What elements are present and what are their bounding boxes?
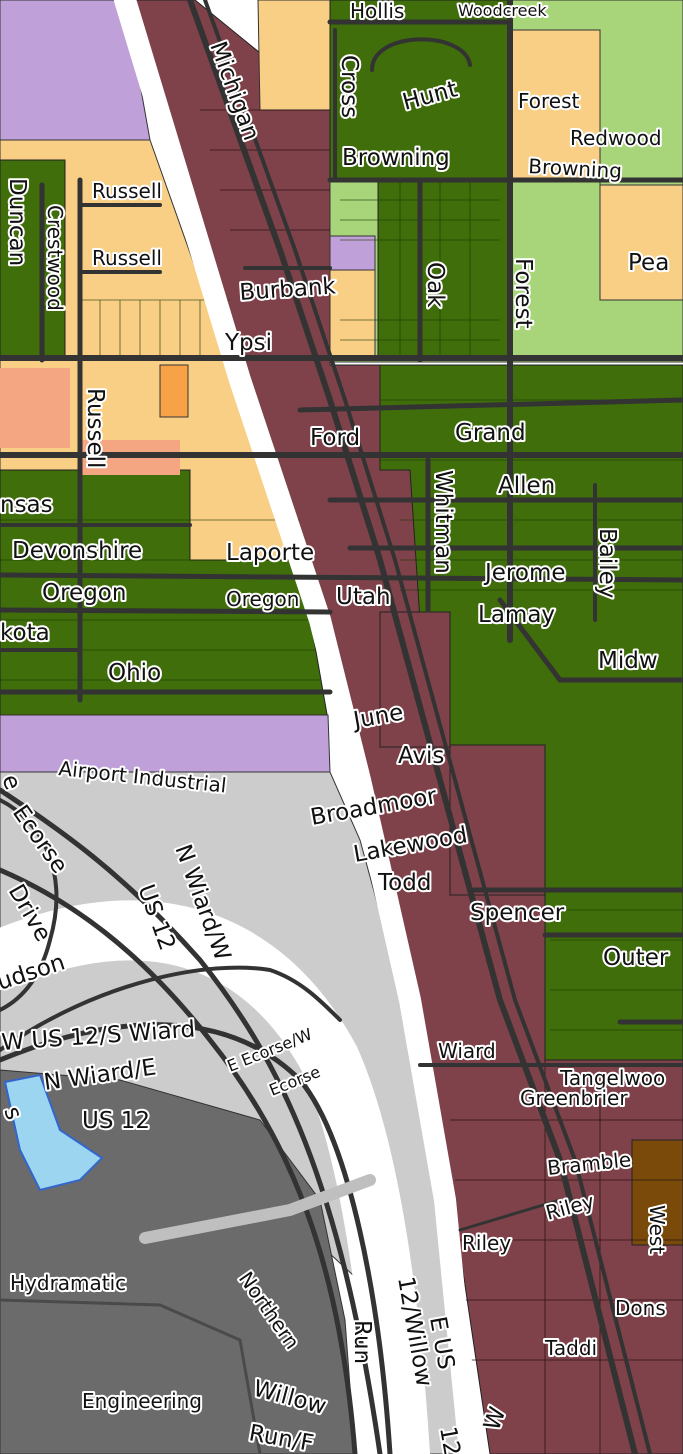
label-redwood: Redwood [570, 126, 662, 150]
label-woodcreek: Woodcreek [458, 1, 547, 20]
label-kansas: nsas [0, 492, 53, 518]
label-grand: Grand [455, 420, 526, 446]
label-outer: Outer [603, 945, 669, 971]
label-forest-vertical: Forest [510, 258, 536, 329]
us12-freeway-1 [0, 787, 383, 1454]
street-oregon [0, 607, 333, 615]
street-grand [297, 397, 683, 413]
mixed-hatched-area [0, 368, 70, 448]
label-ypsi: Ypsi [224, 330, 272, 356]
office-block [159, 364, 189, 418]
label-spencer: Spencer [470, 900, 565, 926]
label-lamay: Lamay [478, 602, 555, 628]
label-hollis: Hollis [350, 0, 404, 23]
label-dakota: kota [0, 620, 50, 646]
label-us12-2: US 12 [82, 1108, 150, 1134]
label-oak: Oak [422, 262, 448, 308]
label-cross: Cross [336, 55, 362, 118]
label-taddi: Taddi [544, 1336, 597, 1360]
michigan-road-2 [203, 0, 652, 1454]
street-midway [497, 597, 683, 683]
label-dons: Dons [615, 1296, 666, 1320]
label-russell-2: Russell [92, 246, 162, 270]
ramp-road [139, 1174, 376, 1244]
brown-block [631, 1139, 683, 1246]
label-devonshire: Devonshire [12, 538, 142, 564]
label-pea: Pea [628, 250, 669, 276]
label-run-1: Run [349, 1320, 375, 1364]
michigan-corridor-white [114, 0, 481, 1454]
label-oregon-1: Oregon [42, 580, 126, 606]
label-allen: Allen [498, 473, 555, 499]
label-todd: Todd [377, 870, 431, 896]
industrial-light-small [329, 235, 376, 271]
label-oregon-2: Oregon [226, 587, 299, 611]
ecorse-road [0, 798, 59, 1012]
label-russell-vertical: Russell [82, 388, 108, 468]
us12-freeway-white [0, 900, 430, 1454]
label-whitman: Whitman [430, 470, 456, 574]
label-utah: Utah [336, 584, 391, 610]
label-laporte: Laporte [226, 540, 314, 566]
label-bailey: Bailey [594, 528, 620, 598]
label-jerome: Jerome [483, 560, 566, 586]
label-us12-partial: 12 [434, 1425, 465, 1454]
label-russell-1: Russell [92, 179, 162, 203]
commercial-parcel-lines [200, 109, 683, 1454]
label-tangelwood: Tangelwoo [559, 1066, 665, 1090]
label-ohio: Ohio [108, 660, 161, 686]
us12-freeway-4 [0, 965, 342, 1052]
label-avis: Avis [398, 743, 444, 769]
residential-multi-area-east [599, 184, 683, 301]
industrial-light-area-south [0, 714, 331, 773]
street-riley [458, 1198, 562, 1232]
label-west: West [645, 1205, 669, 1254]
water-pond [3, 1073, 104, 1192]
street-utah [0, 572, 683, 583]
label-browning-west: Browning [342, 145, 450, 171]
label-greenbrier: Greenbrier [520, 1086, 628, 1110]
label-midway: Midw [598, 648, 658, 674]
us12-freeway-3 [0, 1022, 393, 1454]
street-hunt-loop [370, 37, 472, 72]
label-riley-2: Riley [462, 1231, 511, 1255]
us12-freeway-2 [0, 867, 358, 1454]
label-engineering: Engineering [82, 1389, 202, 1413]
residential-multi-area-north [257, 0, 331, 111]
label-duncan: Duncan [4, 178, 30, 266]
label-crestwood: Crestwood [43, 205, 67, 311]
label-wiard: Wiard [438, 1039, 496, 1063]
label-ford: Ford [310, 425, 360, 451]
michigan-road [187, 0, 638, 1454]
label-hydramatic: Hydramatic [10, 1271, 126, 1295]
industrial-road [0, 1298, 262, 1454]
label-browning-east: Browning [528, 154, 623, 183]
label-forest-north: Forest [518, 89, 580, 113]
